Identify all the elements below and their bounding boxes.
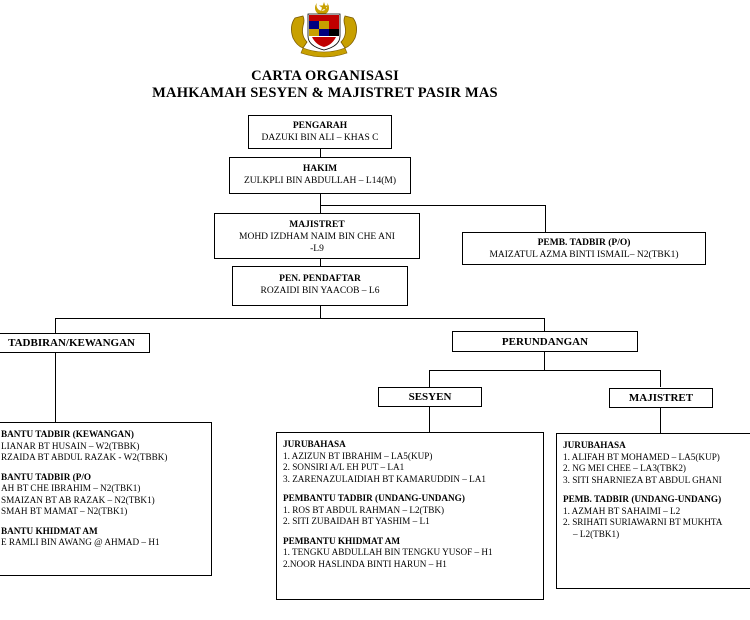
perundangan-header: PERUNDANGAN — [452, 331, 638, 352]
sesyen-list: JURUBAHASA 1. AZIZUN BT IBRAHIM – LA5(KU… — [276, 432, 544, 600]
group-heading: BANTU TADBIR (P/O — [1, 471, 92, 482]
group-heading: PEMB. TADBIR (UNDANG-UNDANG) — [563, 494, 722, 504]
list-item: 1. ROS BT ABDUL RAHMAN – L2(TBK) — [283, 504, 445, 515]
list-item: E RAMLI BIN AWANG @ AHMAD – H1 — [1, 537, 160, 547]
sesyen-header: SESYEN — [378, 387, 482, 407]
group-heading: PEMBANTU TADBIR (UNDANG-UNDANG) — [283, 493, 465, 503]
pengarah-name: DAZUKI BIN ALI – KHAS C — [261, 133, 379, 143]
connector — [660, 408, 661, 433]
connector — [55, 318, 544, 319]
pen-pendaftar-box: PEN. PENDAFTAR ROZAIDI BIN YAACOB – L6 — [232, 266, 408, 306]
pen-pendaftar-role: PEN. PENDAFTAR — [279, 274, 361, 284]
connector — [545, 205, 546, 232]
list-item: SMAIZAN BT AB RAZAK – N2(TBK1) — [1, 494, 155, 505]
connector — [320, 194, 321, 213]
connector — [544, 318, 545, 331]
connector — [320, 306, 321, 319]
list-item: SMAH BT MAMAT – N2(TBK1) — [1, 506, 128, 516]
majistret-list: JURUBAHASA 1. ALIFAH BT MOHAMED – LA5(KU… — [556, 433, 750, 589]
hakim-name: ZULKPLI BIN ABDULLAH – L14(M) — [244, 176, 396, 186]
group-heading: JURUBAHASA — [563, 440, 626, 450]
malaysia-coat-of-arms-icon — [281, 0, 367, 58]
pentadbiran-list: BANTU TADBIR (KEWANGAN) LIANAR BT HUSAIN… — [0, 422, 212, 576]
list-item: 1. AZIZUN BT IBRAHIM – LA5(KUP) — [283, 450, 433, 461]
perundangan-label: PERUNDANGAN — [501, 335, 589, 348]
connector — [320, 205, 545, 206]
majistret-box: MAJISTRET MOHD IZDHAM NAIM BIN CHE ANI -… — [214, 213, 420, 259]
pen-pendaftar-name: ROZAIDI BIN YAACOB – L6 — [260, 286, 380, 296]
pengarah-role: PENGARAH — [292, 121, 348, 131]
chart-title-line2: MAHKAMAH SESYEN & MAJISTRET PASIR MAS — [152, 85, 498, 101]
pentadbiran-header: TADBIRAN/KEWANGAN — [0, 333, 150, 353]
group-heading: PEMBANTU KHIDMAT AM — [283, 535, 401, 546]
list-item: 3. ZARENAZULAIDIAH BT KAMARUDDIN – LA1 — [283, 473, 486, 484]
connector — [429, 370, 430, 387]
connector — [660, 370, 661, 387]
group-heading: JURUBAHASA — [283, 439, 346, 449]
list-item: 1. AZMAH BT SAHAIMI – L2 — [563, 505, 681, 516]
list-item: AH BT CHE IBRAHIM – N2(TBK1) — [1, 483, 141, 493]
sesyen-label: SESYEN — [408, 391, 452, 403]
connector — [429, 370, 660, 371]
list-item: 2. SRIHATI SURIAWARNI BT MUKHTA — [563, 517, 723, 527]
hakim-role: HAKIM — [302, 164, 338, 174]
majistret-header: MAJISTRET — [609, 388, 713, 408]
connector — [55, 318, 56, 333]
majistret-header-label: MAJISTRET — [628, 392, 694, 404]
list-item: 2. SITI ZUBAIDAH BT YASHIM – L1 — [283, 516, 430, 526]
pengarah-box: PENGARAH DAZUKI BIN ALI – KHAS C — [248, 115, 392, 149]
pemb-tadbir-po-name: MAIZATUL AZMA BINTI ISMAIL– N2(TBK1) — [489, 250, 679, 260]
list-item: 1. TENGKU ABDULLAH BIN TENGKU YUSOF – H1 — [283, 547, 493, 557]
list-item: LIANAR BT HUSAIN – W2(TBBK) — [1, 440, 140, 451]
list-item: – L2(TBK1) — [573, 528, 620, 539]
majistret-name: MOHD IZDHAM NAIM BIN CHE ANI — [239, 232, 395, 242]
group-heading: BANTU TADBIR (KEWANGAN) — [1, 429, 134, 439]
list-item: 1. ALIFAH BT MOHAMED – LA5(KUP) — [563, 451, 720, 462]
chart-title-line1: CARTA ORGANISASI — [251, 68, 399, 84]
majistret-role: MAJISTRET — [289, 220, 345, 230]
connector — [55, 353, 56, 422]
group-heading: BANTU KHIDMAT AM — [1, 525, 98, 536]
pemb-tadbir-po-role: PEMB. TADBIR (P/O) — [537, 238, 631, 248]
connector — [320, 259, 321, 266]
connector — [429, 407, 430, 432]
pemb-tadbir-po-box: PEMB. TADBIR (P/O) MAIZATUL AZMA BINTI I… — [462, 232, 706, 265]
connector — [320, 149, 321, 157]
connector — [544, 352, 545, 371]
pentadbiran-label: TADBIRAN/KEWANGAN — [8, 337, 135, 349]
majistret-grade: -L9 — [310, 244, 324, 254]
list-item: 3. SITI SHARNIEZA BT ABDUL GHANI — [563, 474, 722, 485]
list-item: 2. SONSIRI A/L EH PUT – LA1 — [283, 462, 405, 472]
list-item: RZAIDA BT ABDUL RAZAK - W2(TBBK) — [1, 452, 168, 462]
list-item: 2. NG MEI CHEE – LA3(TBK2) — [563, 463, 686, 473]
hakim-box: HAKIM ZULKPLI BIN ABDULLAH – L14(M) — [229, 157, 411, 194]
list-item: 2.NOOR HASLINDA BINTI HARUN – H1 — [283, 558, 447, 569]
